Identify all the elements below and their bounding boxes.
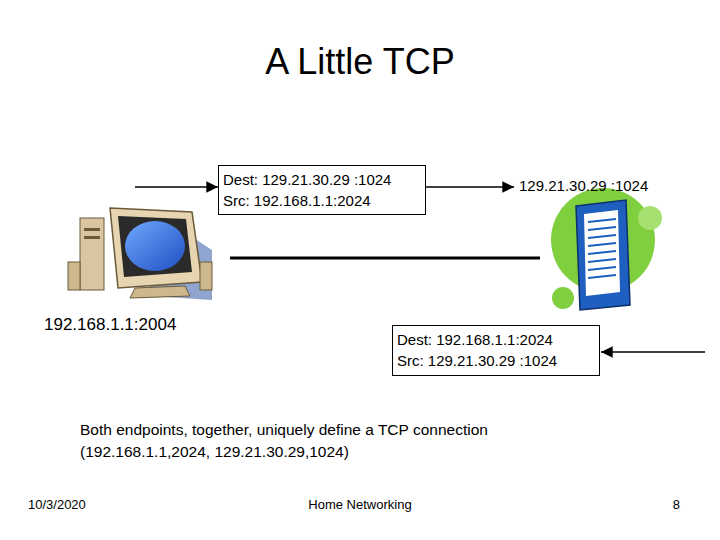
packet-header: Dest: 192.168.1.1:2024: [397, 329, 595, 350]
packet-box: Dest: 129.21.30.29 :1024Src: 192.168.1.1…: [218, 165, 426, 215]
packet-header: Dest: 129.21.30.29 :1024: [223, 169, 421, 190]
server-icon: [551, 188, 662, 310]
packet-header: Src: 129.21.30.29 :1024: [397, 350, 595, 371]
server-address: 129.21.30.29 :1024: [519, 175, 709, 196]
host-address: 192.168.1.1:2004: [44, 313, 214, 337]
packet-header: Src: 192.168.1.1:2024: [223, 190, 421, 211]
footer-title: Home Networking: [260, 496, 460, 514]
network-link: [230, 257, 540, 260]
computer-icon: [68, 208, 212, 300]
outgoing-arrow: [426, 186, 514, 187]
incoming-arrow: [601, 351, 705, 352]
packet-box: Dest: 192.168.1.1:2024Src: 129.21.30.29 …: [392, 325, 600, 376]
page-number: 8: [640, 496, 680, 514]
footer-date: 10/3/2020: [28, 496, 148, 514]
note-text: Both endpoints, together, uniquely defin…: [80, 419, 500, 462]
slide-title: A Little TCP: [0, 40, 720, 84]
incoming-arrow: [135, 186, 218, 187]
